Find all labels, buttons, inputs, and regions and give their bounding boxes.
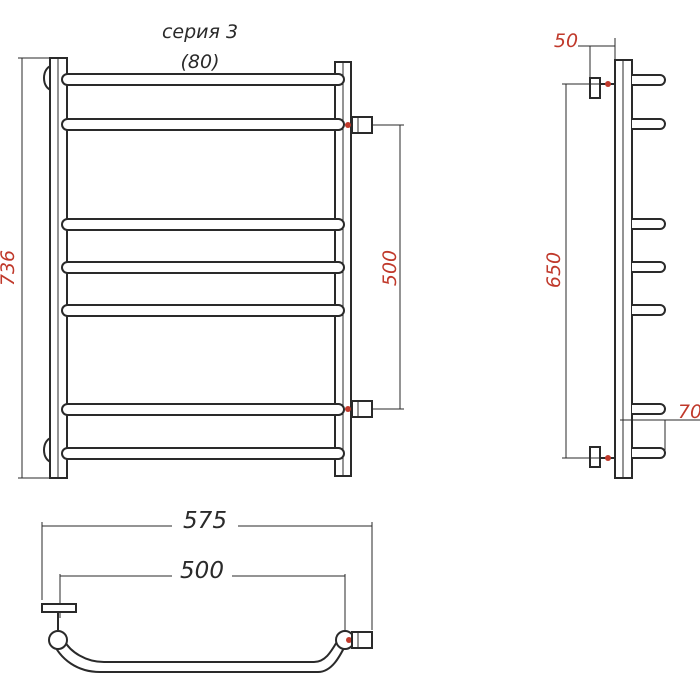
side-view: 50 650 70 [543, 30, 700, 479]
hook [632, 261, 666, 273]
top-width-value: 575 [183, 508, 227, 534]
hook [632, 403, 666, 415]
top-fitting [346, 631, 373, 649]
top-end-left [48, 630, 68, 650]
bar [61, 447, 345, 460]
hook [632, 447, 666, 459]
bar [61, 73, 345, 86]
bar [61, 261, 345, 274]
top-view: 575 500 [41, 508, 373, 673]
model-label: (80) [180, 51, 219, 73]
top-wall-bracket [41, 603, 77, 630]
bar [61, 403, 345, 416]
top-connection-value: 500 [180, 558, 224, 584]
side-connector-top [589, 77, 615, 99]
front-view: серия 3 (80) [0, 21, 404, 479]
connection-dimension: 500 [372, 124, 404, 410]
top-rail-outer [51, 639, 347, 673]
series-label: серия 3 [162, 21, 238, 43]
height-dimension: 736 [0, 57, 50, 479]
hook [632, 304, 666, 316]
bar [61, 218, 345, 231]
wall-offset-value: 50 [554, 30, 578, 52]
height-value: 736 [0, 250, 19, 286]
bar [61, 118, 345, 131]
bar [61, 304, 345, 317]
connection-value: 500 [379, 250, 401, 286]
hook [632, 74, 666, 86]
top-connection-dimension: 500 [59, 558, 346, 630]
front-bars [61, 73, 345, 460]
side-connector-bottom [589, 446, 615, 468]
depth-dimension: 70 [620, 401, 700, 452]
hook [632, 118, 666, 130]
top-rail-inner [63, 639, 339, 663]
hook [632, 218, 666, 230]
side-connection-value: 650 [543, 252, 565, 288]
top-width-dimension: 575 [41, 508, 373, 630]
wall-offset-dimension: 50 [554, 30, 616, 78]
side-hooks [632, 74, 666, 459]
side-connection-dimension: 650 [543, 83, 600, 459]
depth-value: 70 [678, 401, 700, 423]
